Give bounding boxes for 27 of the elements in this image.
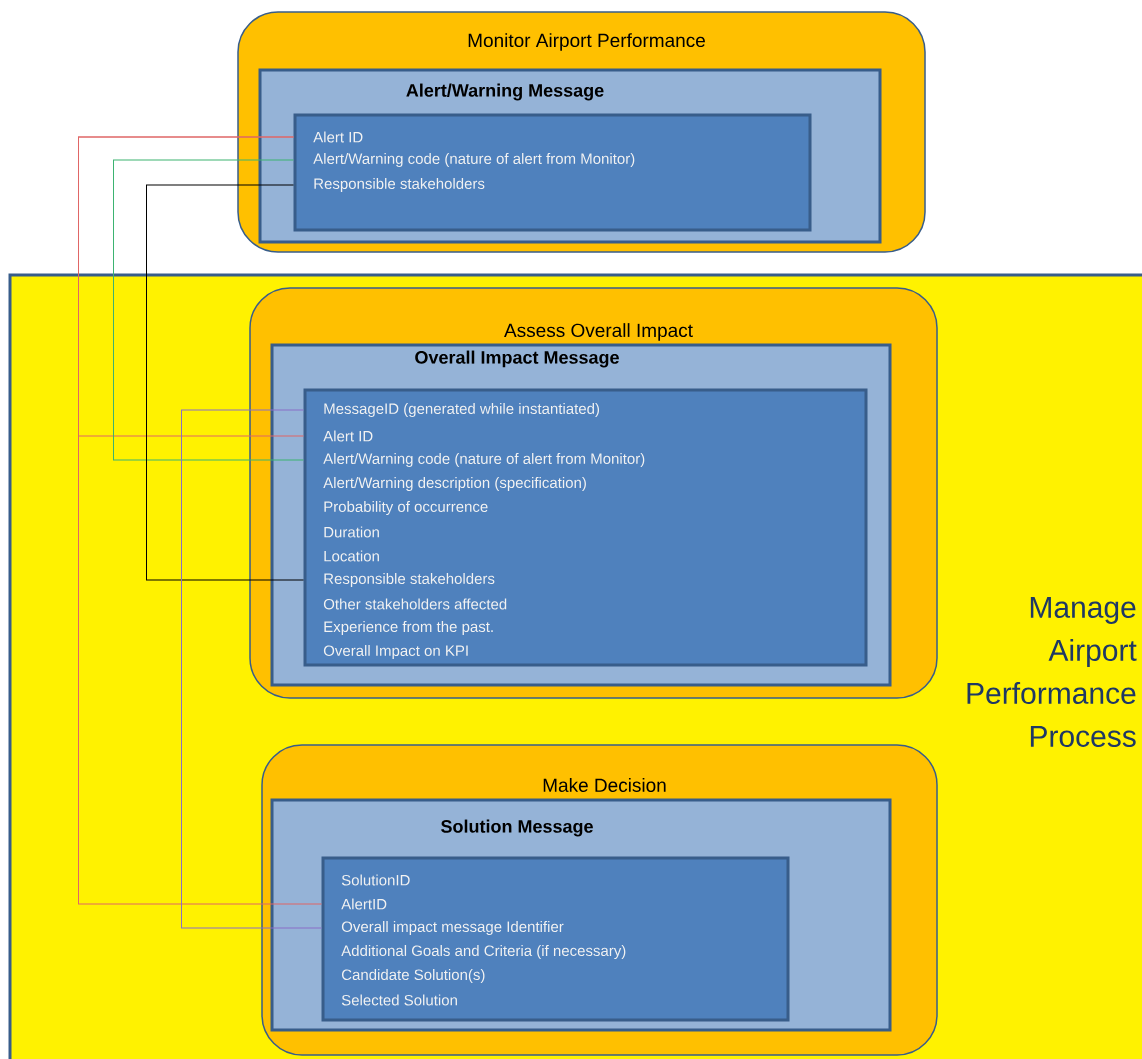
field-list-box — [321, 856, 790, 1022]
connector-line — [181, 409, 322, 929]
field-text: MessageID (generated while instantiated) — [324, 403, 600, 417]
field-text: Responsible stakeholders — [324, 573, 495, 587]
field-text: AlertID — [341, 898, 387, 910]
field-text: Alert/Warning code (nature of alert from Monitor) — [313, 153, 635, 167]
field-text: Overall Impact on KPI — [323, 645, 468, 659]
field-text: Location — [324, 550, 379, 562]
field-text: Duration — [324, 526, 379, 538]
field-text: Experience from the past. — [324, 621, 493, 635]
field-list-box — [293, 113, 812, 232]
field-text: Alert/Warning code (nature of alert from Monitor) — [323, 453, 645, 467]
connector-line — [146, 184, 304, 581]
field-text: Probability of occurrence — [324, 501, 488, 515]
field-text: Additional Goals and Criteria (if necessary) — [341, 945, 626, 959]
field-text: Other stakeholders affected — [323, 598, 507, 610]
field-text: Responsible stakeholders — [314, 178, 485, 192]
field-text: Selected Solution — [341, 994, 457, 1006]
connector-line — [78, 136, 322, 905]
field-text: Overall impact message Identifier — [341, 921, 564, 935]
field-text: Alert/Warning description (specification) — [323, 477, 586, 491]
field-text: SolutionID — [341, 874, 410, 886]
field-text: Alert ID — [313, 131, 363, 143]
field-text: Candidate Solution(s) — [342, 969, 485, 983]
field-list-box — [303, 388, 868, 667]
field-text: Alert ID — [323, 430, 373, 442]
connector-line — [113, 159, 304, 461]
